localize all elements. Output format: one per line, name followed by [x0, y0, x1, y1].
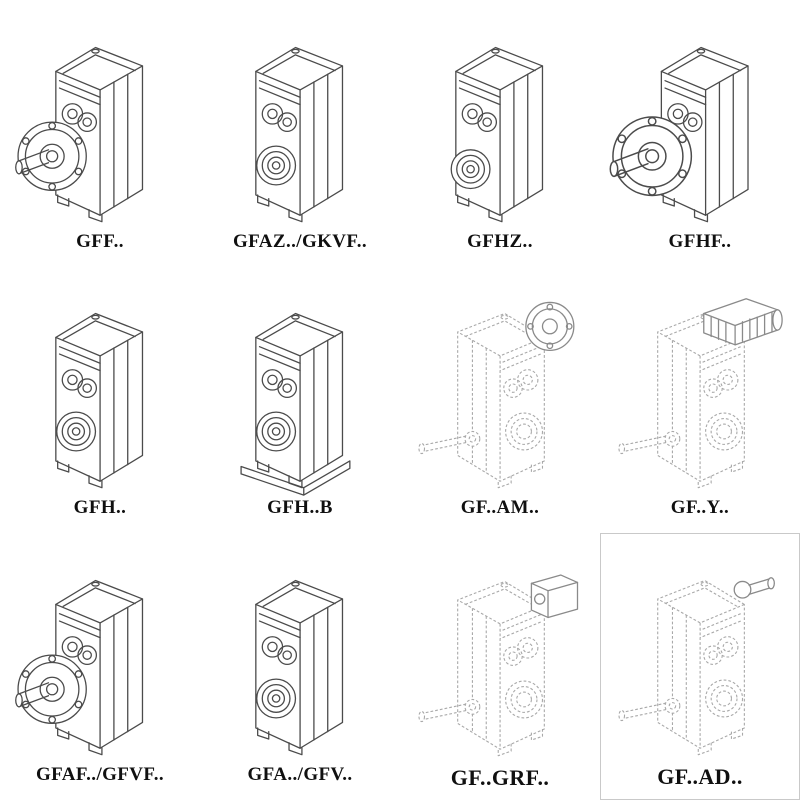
gearbox-label-gf-am: GF..AM..: [460, 497, 540, 519]
output-flange-icon: [15, 121, 87, 191]
gearbox-drawing-gf-grf: [418, 574, 579, 757]
hollow-shaft-rings-icon: [256, 145, 297, 186]
gearbox-label-gfh-b: GFH..B: [267, 497, 333, 519]
gearbox-label-gf-grf: GF..GRF..: [450, 764, 550, 790]
output-flange-icon: [15, 654, 87, 725]
gearbox-label-gfh: GFH..: [73, 497, 127, 519]
output-shaft-icon: [418, 431, 481, 455]
gearbox-drawing-gf-am: [418, 302, 575, 489]
gearbox-label-gfa-gfv: GFA../GFV..: [247, 764, 353, 786]
output-shaft-icon: [618, 431, 681, 455]
output-shaft-icon: [618, 697, 681, 721]
catalog-cell-gf-am: GF..AM..: [400, 267, 600, 534]
gearbox-label-gfaz-gkvf: GFAZ../GKVF..: [233, 230, 367, 252]
catalog-cell-gfhf: GFHF..: [600, 0, 800, 267]
hollow-shaft-rings-icon: [256, 411, 297, 452]
output-shaft-icon: [418, 698, 481, 722]
catalog-cell-gf-y: GF..Y..: [600, 267, 800, 534]
gearbox-drawing-gfaz-gkvf: [255, 46, 344, 223]
gearbox-label-gfhf: GFHF..: [668, 230, 732, 252]
gearbox-drawing-gfhf: [609, 46, 749, 223]
output-flange-icon: [609, 116, 693, 196]
gearbox-housing: [255, 46, 344, 223]
gearbox-housing: [455, 46, 544, 223]
hollow-shaft-rings-icon: [256, 678, 297, 719]
gearbox-housing: [255, 579, 344, 756]
catalog-cell-gfhz: GFHZ..: [400, 0, 600, 267]
gearbox-label-gf-ad: GF..AD..: [657, 763, 743, 789]
gearbox-drawing-gfhz: [450, 46, 544, 223]
gearbox-label-gfhz: GFHZ..: [467, 230, 533, 252]
catalog-cell-gf-grf: GF..GRF..: [400, 533, 600, 800]
gearbox-drawing-gfh-b: [240, 313, 351, 497]
hollow-shaft-rings-icon: [56, 411, 97, 452]
gearbox-drawing-gfh: [55, 313, 144, 489]
gearbox-housing: [255, 313, 344, 489]
gearbox-drawing-gfa-gfv: [255, 579, 344, 756]
input-shaft-stub-icon: [733, 576, 775, 599]
catalog-cell-gfh-b: GFH..B: [200, 267, 400, 534]
gearbox-housing: [55, 313, 144, 489]
gearbox-housing-phantom: [657, 579, 745, 756]
catalog-cell-gfaz-gkvf: GFAZ../GKVF..: [200, 0, 400, 267]
input-adapter-icon: [530, 574, 579, 618]
catalog-cell-gfa-gfv: GFA../GFV..: [200, 533, 400, 800]
gearbox-label-gfaf-gfvf: GFAF../GFVF..: [35, 764, 164, 786]
gearbox-drawing-gf-y: [618, 298, 783, 489]
gearbox-label-gff: GFF..: [76, 230, 124, 252]
gearbox-drawing-gff: [15, 46, 144, 223]
gearbox-drawing-gf-ad: [618, 576, 775, 756]
hollow-shaft-rings-icon: [450, 148, 491, 189]
gearbox-label-gf-y: GF..Y..: [670, 497, 730, 519]
catalog-cell-gf-ad: GF..AD..: [600, 533, 800, 800]
gearbox-drawing-gfaf-gfvf: [15, 579, 144, 756]
catalog-cell-gff: GFF..: [0, 0, 200, 267]
catalog-cell-gfaf-gfvf: GFAF../GFVF..: [0, 533, 200, 800]
motor-adapter-flange-icon: [525, 302, 575, 352]
motor-icon: [703, 298, 783, 346]
catalog-cell-gfh: GFH..: [0, 267, 200, 534]
